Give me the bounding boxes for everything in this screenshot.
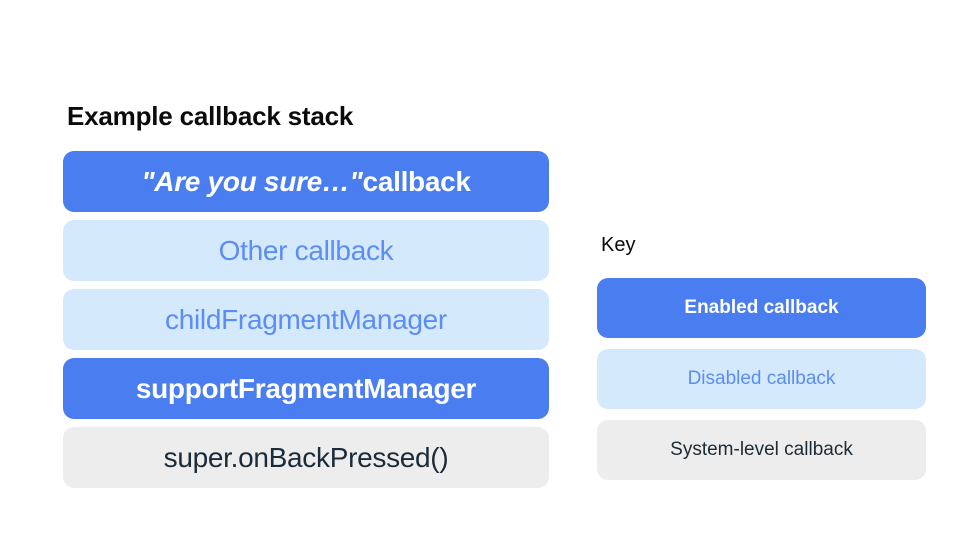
key-item-enabled-callback[interactable]: Enabled callback <box>597 278 926 338</box>
stack-item-childfragmentmanager[interactable]: childFragmentManager <box>63 289 549 350</box>
stack-item-label-quoted: "Are you sure…" <box>141 165 363 197</box>
stack-item-other-callback[interactable]: Other callback <box>63 220 549 281</box>
key-title: Key <box>601 234 636 256</box>
page-title: Example callback stack <box>67 101 354 131</box>
stack-item-are-you-sure-callback[interactable]: "Are you sure…" callback <box>63 151 549 212</box>
stack-item-label-trailing: callback <box>362 165 471 197</box>
callback-stack-list: "Are you sure…" callback Other callback … <box>63 151 549 488</box>
stack-item-supportfragmentmanager[interactable]: supportFragmentManager <box>63 358 549 419</box>
key-item-label: System-level callback <box>670 439 853 460</box>
stack-item-label: super.onBackPressed() <box>163 441 449 473</box>
callback-stack-section: Example callback stack "Are you sure…" c… <box>63 100 549 488</box>
key-list: Enabled callback Disabled callback Syste… <box>597 278 926 480</box>
key-item-system-level-callback[interactable]: System-level callback <box>597 420 926 480</box>
stack-item-super-onbackpressed[interactable]: super.onBackPressed() <box>63 427 549 488</box>
key-item-label: Enabled callback <box>684 297 839 318</box>
key-item-label: Disabled callback <box>687 368 836 389</box>
stack-item-label: childFragmentManager <box>165 303 447 335</box>
stack-item-label: Other callback <box>218 234 394 266</box>
key-item-disabled-callback[interactable]: Disabled callback <box>597 349 926 409</box>
key-section: Key Enabled callback Disabled callback S… <box>597 233 926 480</box>
stack-item-label: supportFragmentManager <box>135 372 477 404</box>
